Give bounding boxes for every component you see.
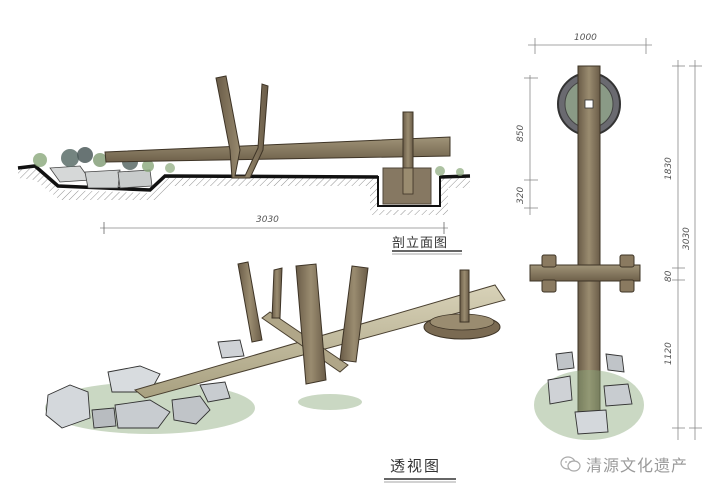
plan-view (524, 38, 702, 440)
plan-dimension-right-upper: 1830 (664, 157, 674, 180)
plan-dimension-top: 1000 (574, 33, 597, 43)
dimension-width (100, 222, 448, 234)
perspective-view-title: 透视图 (390, 457, 442, 475)
perspective-stones (45, 339, 255, 434)
plan-dimensions (524, 38, 702, 440)
ditch-shrubs (33, 147, 464, 176)
plan-dimension-right-middle: 80 (664, 270, 674, 282)
plan-dimension-left-lower: 320 (516, 186, 526, 204)
ditch-stones (49, 165, 153, 189)
wechat-icon (560, 456, 581, 472)
plan-dimension-right-lower: 1120 (664, 342, 674, 365)
section-view-title: 剖立面图 (392, 236, 449, 251)
watermark: 清源文化遗产 (560, 452, 688, 476)
section-view (17, 75, 471, 255)
dimension-width-label: 3030 (256, 215, 279, 225)
perspective-view (45, 261, 506, 483)
plan-dimension-right-total: 3030 (682, 227, 692, 250)
watermark-text: 清源文化遗产 (586, 456, 689, 475)
plan-dimension-left-upper: 850 (516, 124, 526, 142)
